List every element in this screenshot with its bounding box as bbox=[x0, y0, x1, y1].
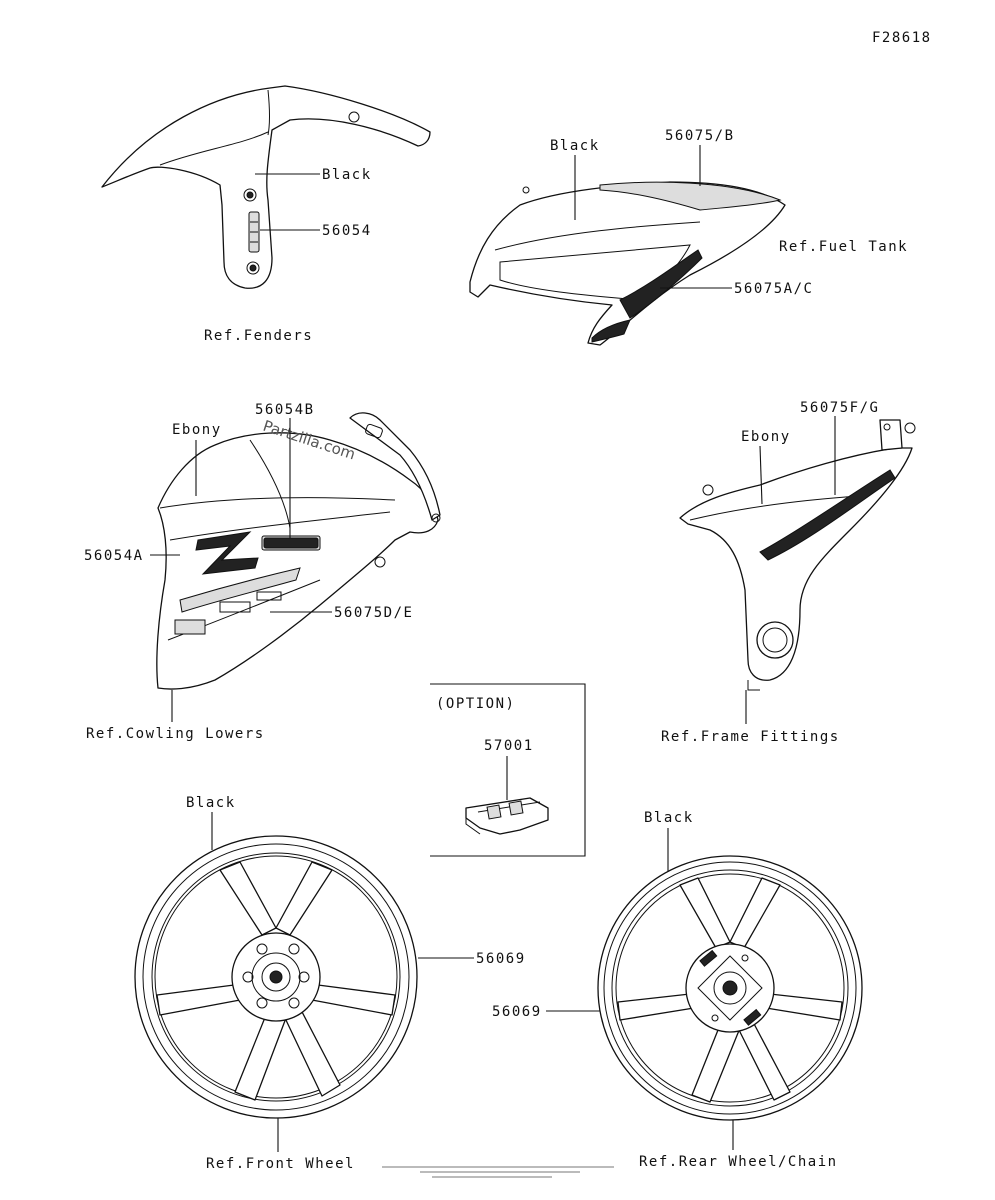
cowling-illustration bbox=[156, 412, 441, 690]
front-wheel-illustration bbox=[134, 835, 418, 1119]
tank-ref: Ref.Fuel Tank bbox=[779, 239, 908, 255]
frame-color-label: Ebony bbox=[741, 429, 791, 445]
rear-wheel-illustration bbox=[597, 855, 863, 1121]
rear-wheel-ref: Ref.Rear Wheel/Chain bbox=[639, 1154, 838, 1170]
front-wheel-color-label: Black bbox=[186, 795, 236, 811]
option-title: (OPTION) bbox=[436, 696, 515, 712]
tank-part-number-side: 56075A/C bbox=[734, 281, 813, 297]
rear-wheel-part-number: 56069 bbox=[492, 1004, 542, 1020]
tank-part-number-top: 56075/B bbox=[665, 128, 735, 144]
fuel-tank-cover-illustration bbox=[469, 181, 786, 346]
front-wheel-part-number: 56069 bbox=[476, 951, 526, 967]
cowling-color-label: Ebony bbox=[172, 422, 222, 438]
cowling-ref: Ref.Cowling Lowers bbox=[86, 726, 265, 742]
option-part-illustration bbox=[465, 797, 549, 835]
fender-color-label: Black bbox=[322, 167, 372, 183]
front-fender-illustration bbox=[101, 85, 431, 289]
option-box bbox=[430, 683, 586, 857]
frame-cover-illustration bbox=[679, 419, 916, 691]
fender-ref: Ref.Fenders bbox=[204, 328, 313, 344]
cowling-part-number-stripe: 56075D/E bbox=[334, 605, 413, 621]
tank-color-label: Black bbox=[550, 138, 600, 154]
frame-ref: Ref.Frame Fittings bbox=[661, 729, 840, 745]
footer-fine-print bbox=[382, 1166, 614, 1178]
cowling-part-number-logo: 56054B bbox=[255, 402, 315, 418]
fender-part-number: 56054 bbox=[322, 223, 372, 239]
front-wheel-ref: Ref.Front Wheel bbox=[206, 1156, 355, 1172]
option-part-number: 57001 bbox=[484, 738, 534, 754]
diagram-code: F28618 bbox=[872, 30, 932, 46]
rear-wheel-color-label: Black bbox=[644, 810, 694, 826]
frame-part-number: 56075F/G bbox=[800, 400, 879, 416]
leader-frame-ebony bbox=[759, 445, 763, 505]
cowling-part-number-z: 56054A bbox=[84, 548, 144, 564]
